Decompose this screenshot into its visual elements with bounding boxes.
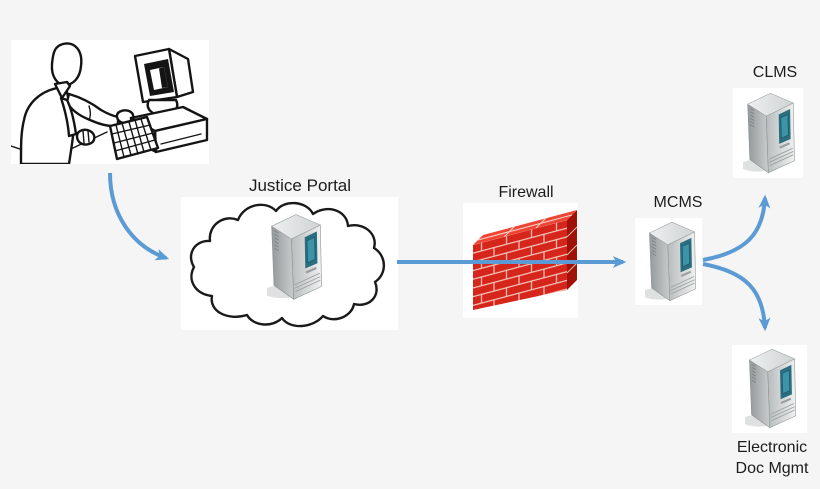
cloud-server-icon — [189, 201, 386, 328]
justice-portal-label: Justice Portal — [248, 176, 352, 195]
arrow-user-to-portal — [108, 172, 170, 261]
mcms-label: MCMS — [653, 194, 703, 211]
arrow-mcms-to-edm — [702, 262, 771, 332]
clms-node — [733, 88, 803, 178]
edm-label-line1: Electronic — [736, 439, 808, 456]
clms-label: CLMS — [752, 64, 798, 81]
mcms-node — [635, 218, 702, 305]
brick-wall-icon — [473, 210, 578, 310]
edm-label-line2: Doc Mgmt — [735, 460, 809, 477]
server-tower-icon — [745, 348, 797, 429]
arrow-mcms-to-clms — [702, 194, 771, 262]
user-node — [11, 40, 209, 164]
firewall-label: Firewall — [498, 184, 554, 201]
server-tower-icon — [645, 221, 697, 302]
firewall-node — [463, 203, 578, 318]
justice-portal-node — [181, 197, 398, 330]
edm-node — [732, 345, 807, 433]
edm-label: Electronic Doc Mgmt — [736, 437, 809, 479]
server-tower-icon — [743, 92, 796, 174]
person-at-computer-icon — [11, 42, 209, 164]
